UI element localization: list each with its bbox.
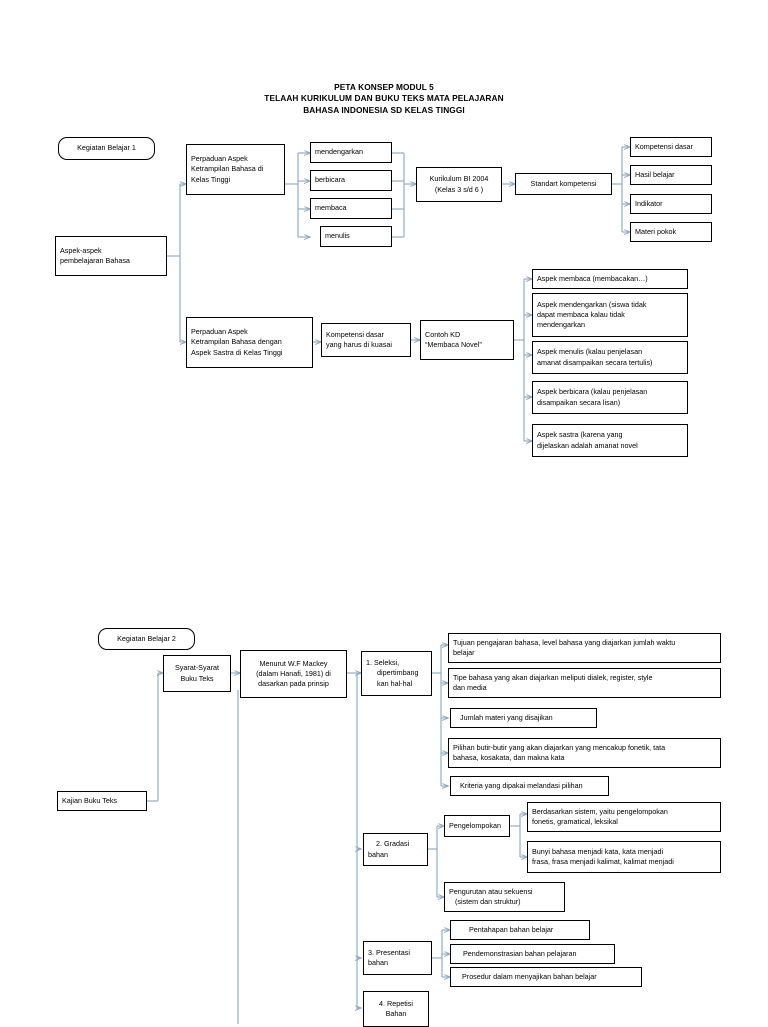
- node-kompetensi-dasar[interactable]: Kompetensi dasar: [630, 137, 712, 157]
- node-aspek-aspek-pembelajaran-bahasa[interactable]: Aspek-aspek pembelajaran Bahasa: [55, 236, 167, 276]
- node-indikator[interactable]: Indikator: [630, 194, 712, 214]
- node-kurikulum-bi-2004[interactable]: Kurikulum BI 2004 (Kelas 3 s/d 6 ): [416, 167, 502, 202]
- node-materi-pokok[interactable]: Materi pokok: [630, 222, 712, 242]
- node-aspek-membaca[interactable]: Aspek membaca (membacakan…): [532, 269, 688, 289]
- node-pengelompokan-item-2[interactable]: Bunyi bahasa menjadi kata, kata menjadi …: [527, 841, 721, 873]
- node-skill-berbicara[interactable]: berbicara: [310, 170, 392, 191]
- badge-kegiatan-belajar-1[interactable]: Kegiatan Belajar 1: [58, 137, 155, 160]
- node-skill-membaca[interactable]: membaca: [310, 198, 392, 219]
- node-standart-kompetensi[interactable]: Standart kompetensi: [515, 173, 612, 195]
- node-pengelompokan-item-1[interactable]: Berdasarkan sistem, yaitu pengelompokan …: [527, 802, 721, 832]
- node-seleksi-item-2[interactable]: Tipe bahasa yang akan diajarkan meliputi…: [448, 668, 721, 698]
- node-kajian-buku-teks[interactable]: Kajian Buku Teks: [57, 791, 147, 811]
- node-perpaduan-aspek-ketrampilan-bahasa[interactable]: Perpaduan Aspek Ketrampilan Bahasa di Ke…: [186, 144, 285, 195]
- title-line-2: TELAAH KURIKULUM DAN BUKU TEKS MATA PELA…: [264, 93, 504, 104]
- node-aspek-sastra[interactable]: Aspek sastra (karena yang dijelaskan ada…: [532, 424, 688, 457]
- page-title: PETA KONSEP MODUL 5 TELAAH KURIKULUM DAN…: [0, 82, 768, 116]
- badge-kegiatan-belajar-2[interactable]: Kegiatan Belajar 2: [98, 628, 195, 650]
- node-presentasi-item-3[interactable]: Prosedur dalam menyajikan bahan belajar: [450, 967, 642, 987]
- node-hasil-belajar[interactable]: Hasil belajar: [630, 165, 712, 185]
- node-pengelompokan[interactable]: Pengelompokan: [444, 815, 510, 837]
- node-principle-2-gradasi[interactable]: 2. Gradasi bahan: [363, 833, 428, 866]
- node-seleksi-item-4[interactable]: Pilihan butir-butir yang akan diajarkan …: [448, 738, 721, 768]
- node-seleksi-item-3[interactable]: Jumlah materi yang disajikan: [450, 708, 597, 728]
- node-perpaduan-aspek-sastra[interactable]: Perpaduan Aspek Ketrampilan Bahasa denga…: [186, 317, 313, 368]
- node-menurut-wf-mackey[interactable]: Menurut W.F Mackey (dalam Hanafi, 1981) …: [240, 650, 347, 698]
- title-line-3: BAHASA INDONESIA SD KELAS TINGGI: [303, 104, 465, 115]
- node-principle-3-presentasi[interactable]: 3. Presentasi bahan: [363, 941, 432, 975]
- node-aspek-berbicara[interactable]: Aspek berbicara (kalau penjelasan disamp…: [532, 381, 688, 414]
- node-aspek-menulis[interactable]: Aspek menulis (kalau penjelasan amanat d…: [532, 341, 688, 374]
- node-skill-menulis[interactable]: menulis: [320, 226, 392, 247]
- node-presentasi-item-1[interactable]: Pentahapan bahan belajar: [450, 920, 590, 940]
- title-line-1: PETA KONSEP MODUL 5: [334, 82, 434, 92]
- node-skill-mendengarkan[interactable]: mendengarkan: [310, 142, 392, 163]
- node-principle-1-seleksi[interactable]: 1. Seleksi, dipertimbang kan hal-hal: [361, 651, 432, 696]
- node-kompetensi-dasar-harus-dikuasai[interactable]: Kompetensi dasar yang harus di kuasai: [321, 323, 411, 357]
- node-pengurutan-sekuensi[interactable]: Pengurutan atau sekuensi (sistem dan str…: [444, 882, 565, 912]
- node-syarat-syarat-buku-teks[interactable]: Syarat-Syarat Buku Teks: [163, 655, 231, 692]
- node-aspek-mendengarkan[interactable]: Aspek mendengarkan (siswa tidak dapat me…: [532, 293, 688, 337]
- node-principle-4-repetisi[interactable]: 4. Repetisi Bahan: [363, 991, 429, 1027]
- node-seleksi-item-5[interactable]: Kriteria yang dipakai melandasi pilihan: [450, 776, 609, 796]
- node-presentasi-item-2[interactable]: Pendemonstrasian bahan pelajaran: [450, 944, 615, 964]
- node-contoh-kd-membaca-novel[interactable]: Contoh KD “Membaca Novel”: [420, 320, 514, 360]
- node-seleksi-item-1[interactable]: Tujuan pengajaran bahasa, level bahasa y…: [448, 633, 721, 663]
